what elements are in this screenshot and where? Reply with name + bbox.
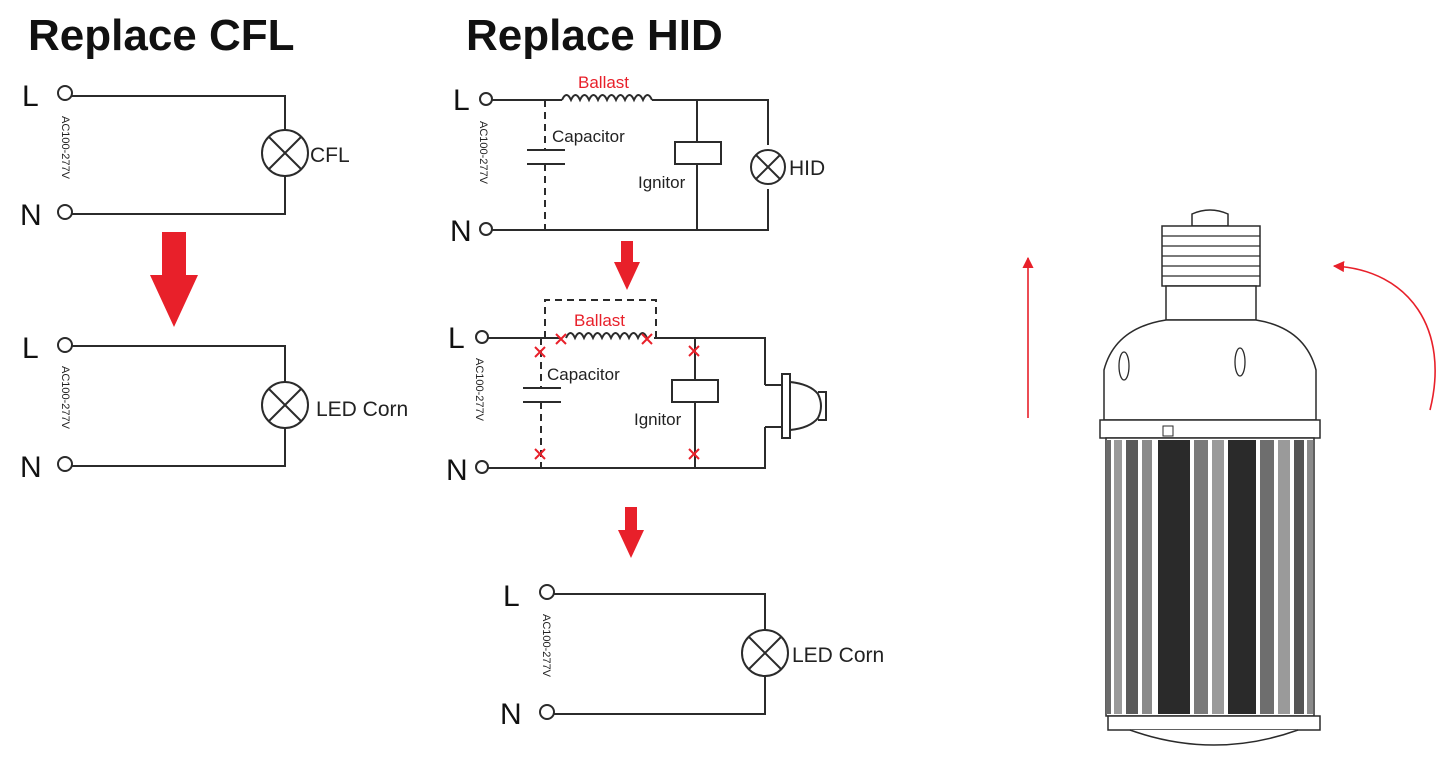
cut-x-icon [534,333,700,460]
ballast-coil-icon [561,94,653,103]
terminal-l-node [475,330,489,344]
cfl-circuit-before: L N CFL AC100-277V [20,80,350,232]
terminal-l-label: L [22,80,39,113]
hid-circuit-modified: L N Ballast Capacitor Ignitor [446,299,827,487]
component-led-corn-label: LED Corn [792,644,884,667]
capacitor-label: Capacitor [547,365,620,384]
voltage-label: AC100-277V [473,358,485,422]
rotation-arrow-icon [1022,256,1436,418]
terminal-n-label: N [446,454,468,487]
ignitor-label: Ignitor [638,173,686,192]
hid-circuit-after: L N LED Corn AC100-277V [500,580,884,731]
lamp-symbol-icon [261,129,309,177]
heading-replace-cfl: Replace CFL [28,11,295,60]
lamp-symbol-icon [261,381,309,429]
wire-neutral [72,176,286,215]
ballast-label: Ballast [578,73,629,92]
down-arrow-icon [614,241,640,290]
voltage-label: AC100-277V [477,121,489,185]
component-hid-label: HID [789,157,825,180]
terminal-n-label: N [450,215,472,248]
ballast-label: Ballast [574,311,625,330]
wire-line [554,593,766,630]
terminal-n-label: N [500,698,522,731]
terminal-n-node [475,460,489,474]
terminal-n-label: N [20,199,42,232]
ballast-coil-icon [565,332,648,341]
cfl-circuit-after: L N LED Corn AC100-277V [20,332,408,484]
down-arrow-icon [150,232,198,327]
socket-plug-icon [765,373,827,439]
led-corn-bulb-icon [1099,209,1321,746]
terminal-l-label: L [22,332,39,365]
wire-neutral [492,189,769,231]
ignitor-label: Ignitor [634,410,682,429]
terminal-l-node [57,337,73,353]
terminal-l-label: L [503,580,520,613]
heading-replace-hid: Replace HID [466,11,723,60]
ignitor-box-icon [674,141,722,165]
terminal-l-node [539,584,555,600]
capacitor-label: Capacitor [552,127,625,146]
lamp-symbol-icon [750,149,786,185]
voltage-label: AC100-277V [540,614,552,678]
terminal-n-node [539,704,555,720]
capacitor-plates-icon [527,149,565,165]
voltage-label: AC100-277V [59,366,71,430]
terminal-l-node [57,85,73,101]
ballast-bypass-dashed [544,299,657,338]
voltage-label: AC100-277V [59,116,71,180]
down-arrow-icon [618,507,644,558]
wire-line [72,345,286,382]
component-led-corn-label: LED Corn [316,398,408,421]
terminal-l-label: L [453,84,470,117]
terminal-n-node [57,204,73,220]
wire-neutral [488,427,766,469]
capacitor-plates-icon [523,387,561,403]
ignitor-box-icon [671,379,719,403]
terminal-n-node [479,222,493,236]
terminal-l-node [479,92,493,106]
terminal-n-label: N [20,451,42,484]
hid-circuit-before: L N Ballast Capacitor Ignitor HID AC100-… [450,73,825,248]
terminal-l-label: L [448,322,465,355]
wire-neutral [72,428,286,467]
wire-neutral [554,676,766,715]
wire-line [72,95,286,130]
lamp-symbol-icon [741,629,789,677]
wire-line-right [654,337,766,385]
terminal-n-node [57,456,73,472]
component-cfl-label: CFL [310,144,350,167]
wire-line-right [652,99,769,145]
